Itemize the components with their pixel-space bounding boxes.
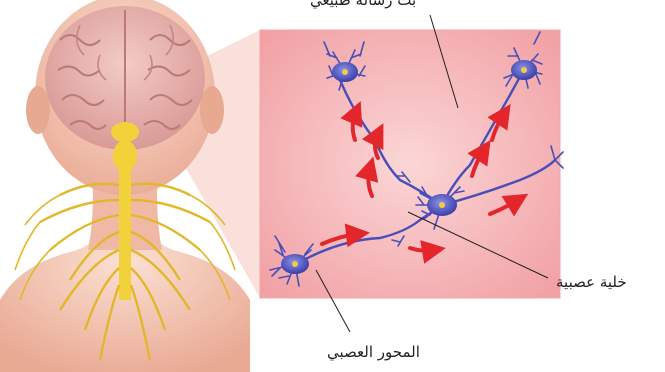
label-axon: المحور العصبي <box>327 345 420 360</box>
neuron-network-panel <box>260 30 563 298</box>
left-ear <box>26 86 50 134</box>
right-ear <box>200 86 224 134</box>
label-nerve-cell: خلية عصبية <box>556 275 627 290</box>
label-transmission: بث رسالة طبيعي <box>310 0 416 8</box>
